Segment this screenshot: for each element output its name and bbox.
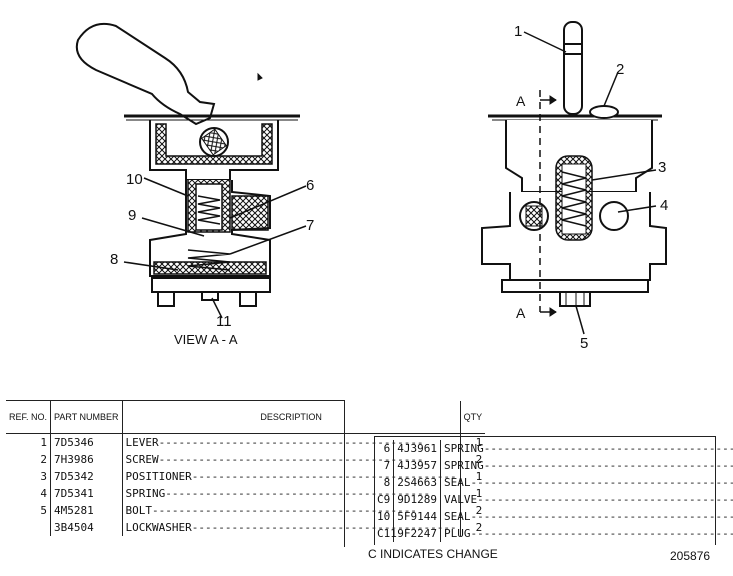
lever-handle bbox=[75, 22, 216, 126]
right-part-cell: 4J3957 bbox=[393, 457, 441, 474]
header-ref-no: REF. NO. bbox=[6, 401, 51, 434]
leader-lines-right bbox=[523, 31, 657, 335]
right-desc-cell: SEAL------------------------------------… bbox=[440, 474, 733, 491]
callout-10: 10 bbox=[126, 171, 143, 188]
change-flag: C bbox=[377, 493, 384, 506]
right-desc-cell: SPRING----------------------------------… bbox=[440, 457, 733, 474]
dash-leader: ---------------------------------------- bbox=[470, 527, 733, 540]
left-desc-cell: POSITIONER------------------------------… bbox=[121, 467, 461, 485]
leader-lines-left bbox=[123, 177, 307, 319]
ref-number: 7 bbox=[383, 459, 391, 472]
callout-1: 1 bbox=[514, 23, 522, 40]
left-desc-cell: BOLT------------------------------------… bbox=[121, 501, 461, 519]
ref-number: 5 bbox=[40, 503, 48, 517]
dash-leader: ---------------------------------------- bbox=[158, 452, 424, 466]
left-desc-cell: SPRING----------------------------------… bbox=[121, 484, 461, 502]
callout-3: 3 bbox=[658, 159, 666, 176]
header-part-number: PART NUMBER bbox=[50, 401, 123, 434]
right-part-cell: 9F2247 bbox=[393, 525, 441, 542]
dash-leader: ---------------------------------------- bbox=[191, 469, 457, 483]
left-desc-cell: LEVER-----------------------------------… bbox=[121, 433, 461, 451]
left-ref-cell: 2 bbox=[6, 451, 51, 468]
left-ref-cell: 4 bbox=[6, 485, 51, 502]
right-ref-cell: 6 bbox=[374, 440, 394, 457]
right-part-cell: 4J3961 bbox=[393, 440, 441, 457]
right-part-cell: 9D1289 bbox=[393, 491, 441, 508]
right-desc-cell: VALVE-----------------------------------… bbox=[440, 491, 733, 508]
right-desc-cell: SEAL------------------------------------… bbox=[440, 508, 733, 525]
header-qty: QTY bbox=[459, 401, 486, 434]
valve-assembly-drawing: 10 9 8 6 7 11 VIEW A - A bbox=[75, 21, 668, 352]
left-desc-cell: LOCKWASHER------------------------------… bbox=[121, 518, 461, 536]
left-ref-cell bbox=[6, 519, 51, 536]
callout-9: 9 bbox=[128, 207, 136, 224]
left-part-cell: 4M5281 bbox=[50, 501, 123, 519]
section-marker-bottom: A bbox=[516, 305, 526, 321]
dash-leader: ---------------------------------------- bbox=[165, 486, 431, 500]
right-desc-cell: SPRING----------------------------------… bbox=[440, 440, 733, 457]
ref-number: 10 bbox=[377, 510, 391, 523]
dash-leader: ---------------------------------------- bbox=[152, 503, 417, 517]
right-ref-cell: 10 bbox=[374, 508, 394, 525]
ref-number: 4 bbox=[40, 486, 48, 500]
left-part-cell: 7D5342 bbox=[50, 467, 123, 485]
ref-number: 9 bbox=[383, 493, 391, 506]
header-description: DESCRIPTION bbox=[121, 401, 461, 434]
left-ref-cell: 3 bbox=[6, 468, 51, 485]
callout-8: 8 bbox=[110, 251, 118, 268]
left-part-cell: 3B4504 bbox=[50, 518, 123, 536]
section-view-a-a bbox=[75, 22, 300, 307]
dash-leader: ---------------------------------------- bbox=[470, 510, 733, 523]
left-ref-cell: 1 bbox=[6, 433, 51, 451]
drawing-number: 205876 bbox=[670, 549, 711, 563]
ref-number: 11 bbox=[383, 527, 397, 540]
ref-number: 2 bbox=[40, 452, 48, 466]
ref-number: 1 bbox=[40, 435, 48, 449]
callout-6: 6 bbox=[306, 177, 314, 194]
view-label: VIEW A - A bbox=[174, 332, 238, 347]
exterior-view bbox=[481, 21, 667, 317]
section-marker-top: A bbox=[516, 93, 526, 109]
left-ref-cell: 5 bbox=[6, 502, 51, 519]
callout-7: 7 bbox=[306, 217, 314, 234]
left-part-cell: 7H3986 bbox=[50, 450, 123, 468]
callout-5: 5 bbox=[580, 335, 588, 352]
right-ref-cell: 7 bbox=[374, 457, 394, 474]
ref-number: 6 bbox=[383, 442, 391, 455]
right-ref-cell: 8 bbox=[374, 474, 394, 491]
dash-leader: ---------------------------------------- bbox=[470, 476, 733, 489]
dash-leader: ---------------------------------------- bbox=[477, 493, 733, 506]
callout-2: 2 bbox=[616, 61, 624, 78]
left-part-cell: 7D5346 bbox=[50, 433, 123, 451]
ref-number: 8 bbox=[383, 476, 391, 489]
change-flag: C bbox=[377, 527, 384, 540]
ref-number: 3 bbox=[40, 469, 48, 483]
dash-leader: ---------------------------------------- bbox=[191, 520, 457, 534]
left-desc-cell: SCREW-----------------------------------… bbox=[121, 450, 461, 468]
right-desc-cell: PLUG------------------------------------… bbox=[440, 525, 733, 542]
dash-leader: ---------------------------------------- bbox=[158, 435, 424, 449]
callout-4: 4 bbox=[660, 197, 668, 214]
callout-11: 11 bbox=[216, 313, 232, 330]
right-part-cell: 5F9144 bbox=[393, 508, 441, 525]
left-part-cell: 7D5341 bbox=[50, 484, 123, 502]
dash-leader: ---------------------------------------- bbox=[483, 459, 733, 472]
change-note: C INDICATES CHANGE bbox=[368, 547, 498, 561]
right-part-cell: 2S4663 bbox=[393, 474, 441, 491]
dash-leader: ---------------------------------------- bbox=[483, 442, 733, 455]
